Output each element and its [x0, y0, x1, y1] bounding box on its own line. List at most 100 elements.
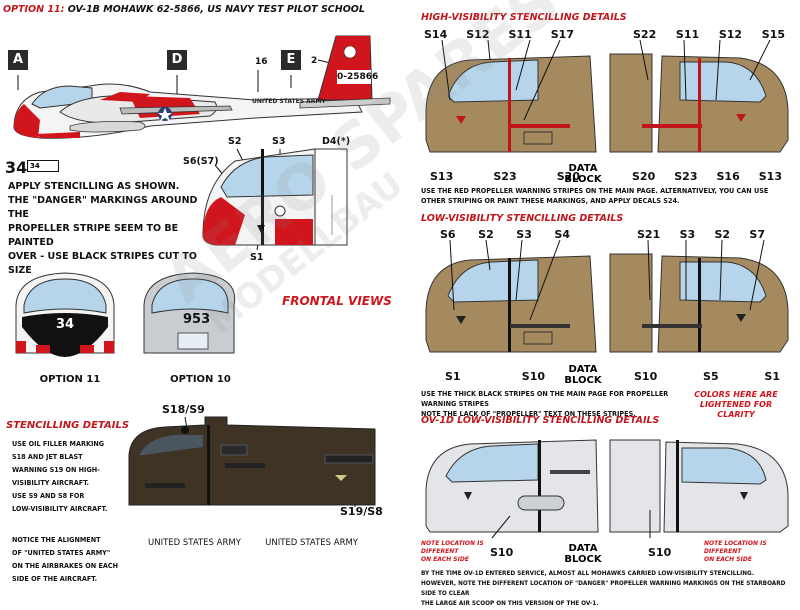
frontal-views-title: FRONTAL VIEWS	[282, 294, 392, 308]
lv-label: S2	[714, 228, 731, 241]
low-vis-top-right-labels: S21 S3 S2 S7	[637, 228, 765, 241]
option-title: OV-1B MOHAWK 62-5866, US NAVY TEST PILOT…	[67, 4, 365, 15]
frontal-opt10-number: 953	[183, 312, 211, 327]
low-vis-title: LOW-VISIBILITY STENCILLING DETAILS	[421, 213, 624, 224]
lv-label: S10	[634, 370, 658, 383]
label-s3: S3	[272, 136, 286, 147]
ov1d-title: OV-1D LOW-VISIBILITY STENCILLING DETAILS	[421, 415, 660, 426]
hv-label: S22	[633, 28, 657, 41]
low-vis-note-line: USE THE THICK BLACK STRIPES ON THE MAIN …	[421, 389, 669, 408]
lv-label: S1	[445, 370, 461, 383]
label-s18-s9: S18/S9	[162, 403, 205, 416]
low-vis-bottom-left-labels: S1 S10	[445, 370, 545, 383]
ov1d-right-note: NOTE LOCATION IS DIFFERENT ON EACH SIDE	[704, 540, 796, 564]
stencilling-title: STENCILLING DETAILS	[6, 420, 130, 431]
frontal-views-drawing	[15, 272, 236, 357]
high-vis-drawings	[425, 40, 789, 153]
alignment-line: NOTICE THE ALIGNMENT	[12, 535, 101, 544]
usa-strip-text-right: UNITED STATES ARMY	[265, 538, 358, 548]
hv-label: S20	[556, 170, 580, 183]
hv-label: S23	[674, 170, 698, 183]
apply-note-line: OVER - USE BLACK STRIPES CUT TO SIZE	[8, 251, 197, 276]
data-block-line: DATA	[568, 543, 598, 554]
hv-label: S20	[632, 170, 656, 183]
low-vis-note: USE THE THICK BLACK STRIPES ON THE MAIN …	[421, 389, 681, 419]
lv-label: S3	[516, 228, 532, 241]
apply-note-line: PROPELLER STRIPE SEEM TO BE PAINTED	[8, 223, 179, 248]
ov1d-right-note-line: ON EACH SIDE	[704, 556, 752, 563]
stencilling-line: LOW-VISIBILITY AIRCRAFT.	[12, 504, 108, 513]
hv-label: S11	[508, 28, 532, 41]
data-block-line: BLOCK	[564, 375, 602, 386]
low-vis-drawings	[425, 240, 789, 353]
stencilling-line: USE OIL FILLER MARKING	[12, 439, 105, 448]
ov1d-s10-left: S10	[490, 546, 514, 559]
lv-label: S21	[637, 228, 661, 241]
alignment-note: NOTICE THE ALIGNMENT OF "UNITED STATES A…	[12, 533, 137, 585]
data-block-line: DATA	[568, 364, 598, 375]
hv-label: S14	[424, 28, 448, 41]
nose-number-small-decal: 34	[27, 160, 59, 172]
apply-note: APPLY STENCILLING AS SHOWN. THE "DANGER"…	[8, 180, 198, 278]
usa-strip-text-left: UNITED STATES ARMY	[148, 538, 241, 548]
lv-label: S4	[554, 228, 570, 241]
hv-label: S16	[716, 170, 740, 183]
high-vis-title: HIGH-VISIBILITY STENCILLING DETAILS	[421, 12, 627, 23]
stencilling-line: VISIBILITY AIRCRAFT.	[12, 478, 89, 487]
hv-label: S11	[675, 28, 700, 41]
lightened-line: LIGHTENED FOR CLARITY	[699, 400, 773, 419]
nose-detail-drawing	[202, 148, 348, 251]
ov1d-footer: BY THE TIME OV-1D ENTERED SERVICE, ALMOS…	[421, 568, 796, 608]
lv-label: S2	[478, 228, 494, 241]
lv-label: S5	[703, 370, 719, 383]
stencilling-text: USE OIL FILLER MARKING S18 AND JET BLAST…	[12, 437, 132, 515]
ov1d-footer-line: THE LARGE AIR SCOOP ON THIS VERSION OF T…	[421, 599, 599, 607]
low-vis-data-block: DATA BLOCK	[563, 364, 603, 386]
label-d4: D4(*)	[322, 136, 351, 147]
low-vis-top-left-labels: S6 S2 S3 S4	[440, 228, 570, 241]
lightened-line: COLORS HERE ARE	[694, 390, 778, 399]
apply-note-line: THE "DANGER" MARKINGS AROUND THE	[8, 195, 198, 220]
label-s2: S2	[228, 136, 242, 147]
usa-strip: UNITED STATES ARMY UNITED STATES ARMY	[148, 538, 358, 548]
lv-label: S7	[749, 228, 765, 241]
ov1d-drawings	[425, 439, 789, 539]
alignment-line: SIDE OF THE AIRCRAFT.	[12, 574, 98, 583]
ov1d-left-note-line: ON EACH SIDE	[421, 556, 469, 563]
high-vis-bottom-right-labels: S20 S23 S16 S13	[632, 170, 782, 183]
frontal-opt11-number: 34	[56, 317, 75, 332]
ov1d-left-note-line: NOTE LOCATION IS DIFFERENT	[421, 540, 484, 555]
hv-label: S23	[493, 170, 517, 183]
data-block-line: BLOCK	[564, 554, 602, 565]
lv-label: S6	[440, 228, 456, 241]
station-16-label: 16	[255, 57, 268, 67]
stencilling-line: S18 AND JET BLAST	[12, 452, 83, 461]
ov1d-footer-line: HOWEVER, NOTE THE DIFFERENT LOCATION OF …	[421, 579, 786, 597]
high-vis-data-block: DATA BLOCK	[563, 163, 603, 185]
lightened-note: COLORS HERE ARE LIGHTENED FOR CLARITY	[680, 390, 792, 420]
ov1d-data-block: DATA BLOCK	[563, 543, 603, 565]
label-s19-s8: S19/S8	[340, 505, 383, 518]
fuselage-text: UNITED STATES ARMY	[252, 98, 326, 105]
olive-fuselage-drawing	[128, 416, 376, 507]
frontal-opt10-caption: OPTION 10	[170, 374, 231, 385]
apply-note-line: APPLY STENCILLING AS SHOWN.	[8, 181, 180, 192]
station-d-badge: D	[167, 50, 187, 70]
low-vis-bottom-right-labels: S10 S5 S1	[634, 370, 780, 383]
hv-label: S12	[718, 28, 743, 41]
hv-label: S12	[466, 28, 490, 41]
high-vis-bottom-left-labels: S13 S23 S20	[430, 170, 580, 183]
label-s1: S1	[250, 252, 264, 263]
stencilling-line: USE S9 AND S8 FOR	[12, 491, 85, 500]
hv-label: S13	[758, 170, 782, 183]
data-block-line: DATA	[568, 163, 598, 174]
lv-label: S10	[521, 370, 545, 383]
alignment-line: ON THE AIRBRAKES ON EACH	[12, 561, 119, 570]
lv-label: S3	[679, 228, 696, 241]
option11-header: OPTION 11: OV-1B MOHAWK 62-5866, US NAVY…	[3, 4, 365, 15]
label-s6: S6(S7)	[183, 156, 219, 167]
alignment-line: OF "UNITED STATES ARMY"	[12, 548, 111, 557]
high-vis-top-left-labels: S14 S12 S11 S17	[424, 28, 574, 41]
lv-label: S1	[764, 370, 780, 383]
data-block-line: BLOCK	[564, 174, 602, 185]
